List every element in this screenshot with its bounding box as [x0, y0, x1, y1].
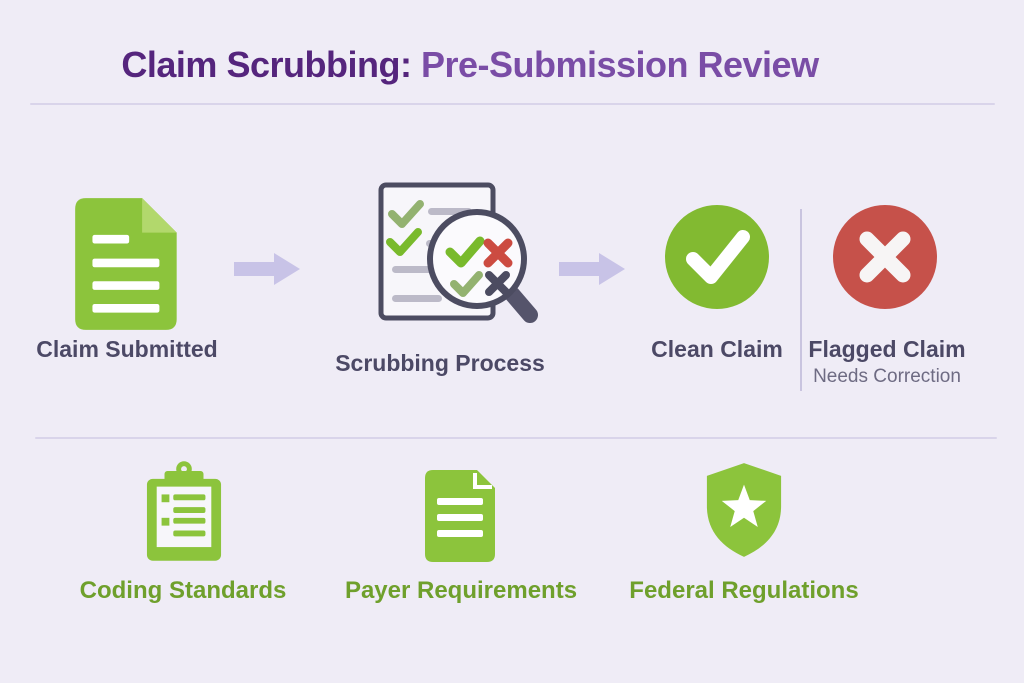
- section-divider: [35, 437, 997, 439]
- criteria-label-payer-requirements: Payer Requirements: [344, 577, 578, 604]
- title-primary: Claim Scrubbing:: [121, 44, 412, 85]
- x-circle-icon: [833, 205, 937, 314]
- outcome-sublabel-needs-correction: Needs Correction: [813, 366, 961, 387]
- arrow-right-icon: [558, 251, 626, 292]
- step-label-scrubbing-process: Scrubbing Process: [335, 350, 545, 376]
- document-magnifier-icon: [370, 182, 542, 347]
- outcome-label-clean-claim: Clean Claim: [651, 336, 783, 362]
- shield-star-icon: [703, 463, 785, 562]
- green-document-icon: [73, 198, 181, 335]
- document-lines-icon: [425, 470, 497, 567]
- criteria-label-federal-regulations: Federal Regulations: [629, 577, 859, 604]
- outcome-label-flagged-claim: Flagged Claim: [808, 336, 966, 362]
- check-circle-icon: [665, 205, 769, 314]
- clipboard-checklist-icon: [145, 461, 223, 566]
- header-divider: [30, 103, 995, 105]
- step-label-claim-submitted: Claim Submitted: [36, 336, 218, 362]
- page-title: Claim Scrubbing: Pre-Submission Review: [0, 44, 940, 86]
- title-secondary: Pre-Submission Review: [420, 44, 819, 85]
- criteria-label-coding-standards: Coding Standards: [79, 577, 287, 604]
- outcome-divider: [800, 209, 802, 391]
- arrow-right-icon: [233, 251, 301, 292]
